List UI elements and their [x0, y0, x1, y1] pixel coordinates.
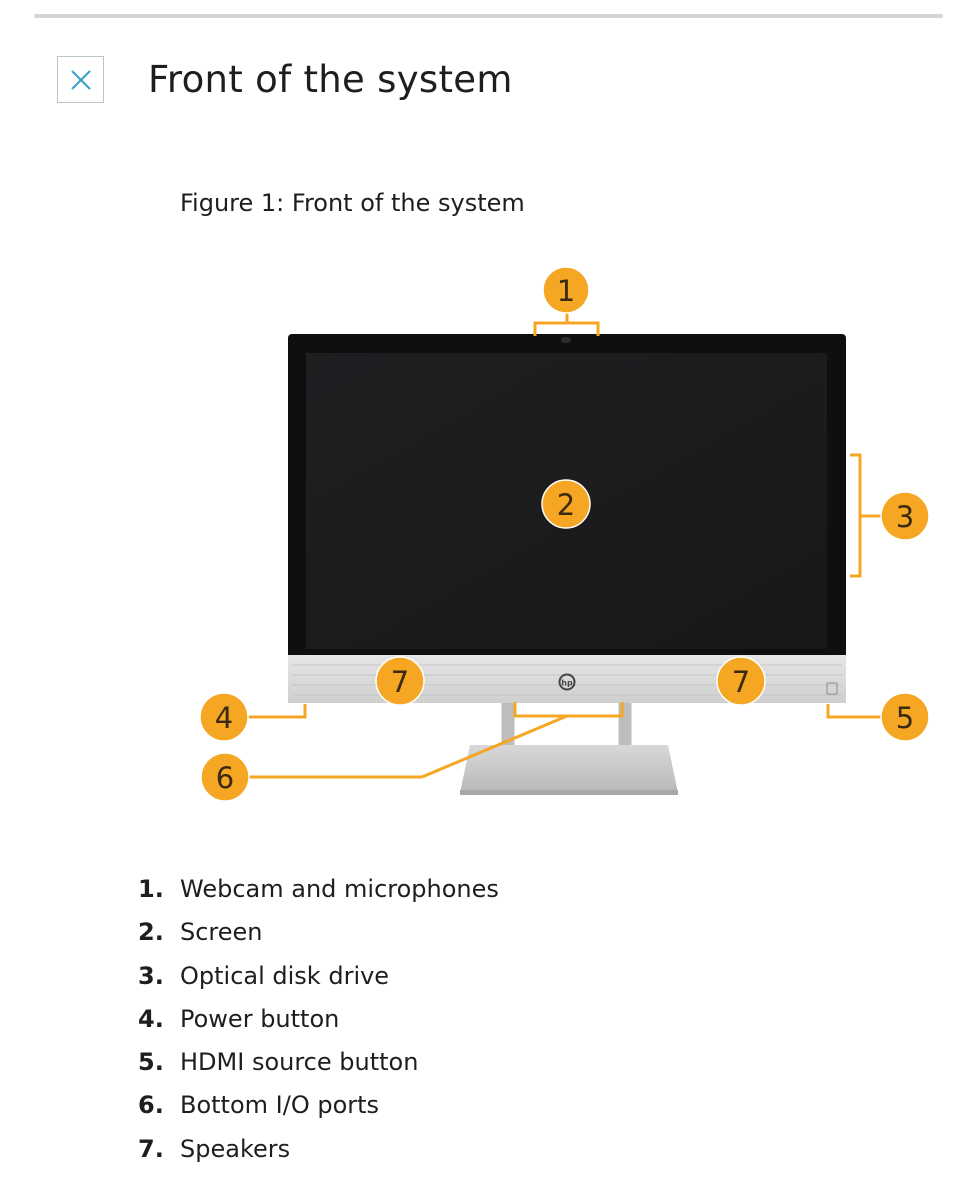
figure-caption: Figure 1: Front of the system: [180, 189, 525, 217]
close-button[interactable]: [57, 56, 104, 103]
page-title: Front of the system: [148, 58, 513, 101]
legend-item: 2. Screen: [138, 911, 499, 954]
callout-2-label: 2: [557, 488, 575, 522]
callout-2: 2: [541, 479, 591, 529]
hdmi-source-button: [826, 682, 838, 695]
hp-logo-icon: hp: [558, 673, 576, 691]
callout-7-right-label: 7: [732, 665, 750, 699]
legend-number: 5.: [138, 1048, 164, 1077]
legend-label: HDMI source button: [180, 1048, 419, 1077]
monitor-stand: [460, 702, 678, 795]
callout-1-label: 1: [557, 274, 575, 308]
legend-number: 6.: [138, 1091, 164, 1120]
callout-4: 4: [199, 692, 249, 742]
legend-label: Power button: [180, 1004, 340, 1033]
legend-item: 4. Power button: [138, 998, 499, 1041]
legend-label: Screen: [180, 918, 263, 947]
callout-6-label: 6: [216, 761, 234, 795]
callout-7-left-label: 7: [391, 665, 409, 699]
legend-item: 7. Speakers: [138, 1128, 499, 1171]
callout-5-label: 5: [896, 701, 914, 735]
legend-number: 3.: [138, 961, 164, 990]
legend-item: 1. Webcam and microphones: [138, 868, 499, 911]
legend-item: 5. HDMI source button: [138, 1041, 499, 1084]
callout-6: 6: [200, 752, 250, 802]
callout-4-label: 4: [215, 701, 233, 735]
callout-3: 3: [880, 491, 930, 541]
front-system-diagram: hp 1 2: [199, 266, 930, 802]
top-divider: [34, 14, 943, 18]
legend-label: Bottom I/O ports: [180, 1091, 380, 1120]
legend-number: 2.: [138, 918, 164, 947]
callout-7-left: 7: [375, 656, 425, 706]
legend-label: Webcam and microphones: [180, 875, 499, 903]
callout-3-label: 3: [896, 500, 914, 534]
legend-label: Optical disk drive: [180, 961, 390, 990]
callout-5: 5: [880, 692, 930, 742]
legend-item: 6. Bottom I/O ports: [138, 1084, 499, 1127]
legend-number: 4.: [138, 1004, 164, 1033]
legend-number: 1.: [138, 875, 164, 903]
callout-7-right: 7: [716, 656, 766, 706]
legend-number: 7.: [138, 1134, 164, 1163]
legend-label: Speakers: [180, 1134, 291, 1163]
svg-text:hp: hp: [561, 679, 573, 688]
system-figure: hp 1 2: [0, 250, 977, 820]
webcam: [561, 337, 571, 343]
callout-1: 1: [542, 266, 590, 314]
callout-leaders: [243, 310, 886, 779]
component-legend: 1. Webcam and microphones 2. Screen 3. O…: [138, 868, 499, 1171]
close-icon: [70, 69, 91, 90]
legend-item: 3. Optical disk drive: [138, 955, 499, 998]
